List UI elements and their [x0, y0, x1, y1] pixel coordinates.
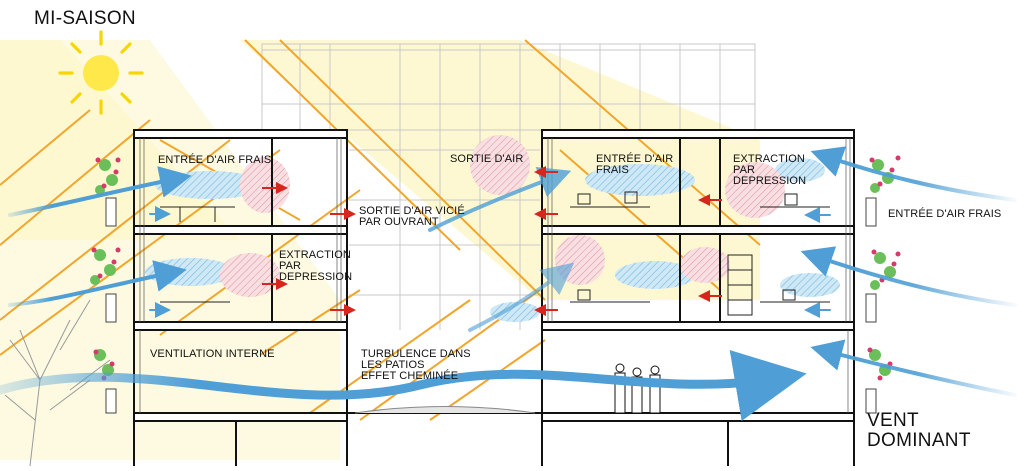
label-sortie-air: SORTIE D'AIR — [450, 153, 524, 165]
airflow-arrows — [0, 146, 1017, 421]
people-silhouettes — [614, 363, 661, 414]
label-entree-air-frais-right: ENTRÉE D'AIR FRAIS — [888, 208, 1002, 220]
label-vent-dominant: VENT DOMINANT — [867, 410, 971, 451]
label-turbulence: TURBULENCE DANS LES PATIOS EFFET CHEMINÉ… — [361, 348, 471, 382]
label-sortie-air-vicie: SORTIE D'AIR VICIÉ PAR OUVRANT — [359, 205, 465, 228]
label-extraction-mid-left: EXTRACTION PAR DEPRESSION — [279, 249, 353, 283]
exhaust-arrows — [262, 166, 722, 316]
sun-icon — [58, 30, 144, 115]
diagram-title: MI-SAISON — [34, 8, 136, 29]
warm-air-zones — [220, 135, 785, 297]
label-entree-air-frais-top-left: ENTRÉE D'AIR FRAIS — [158, 154, 272, 166]
label-ventilation-interne: VENTILATION INTERNE — [150, 348, 275, 360]
planters — [90, 155, 901, 414]
patio-floor — [354, 406, 536, 414]
label-entree-air-frais-top-right: ENTRÉE D'AIR FRAIS — [596, 153, 674, 176]
label-extraction-top-right: EXTRACTION PAR DEPRESSION — [733, 153, 807, 187]
